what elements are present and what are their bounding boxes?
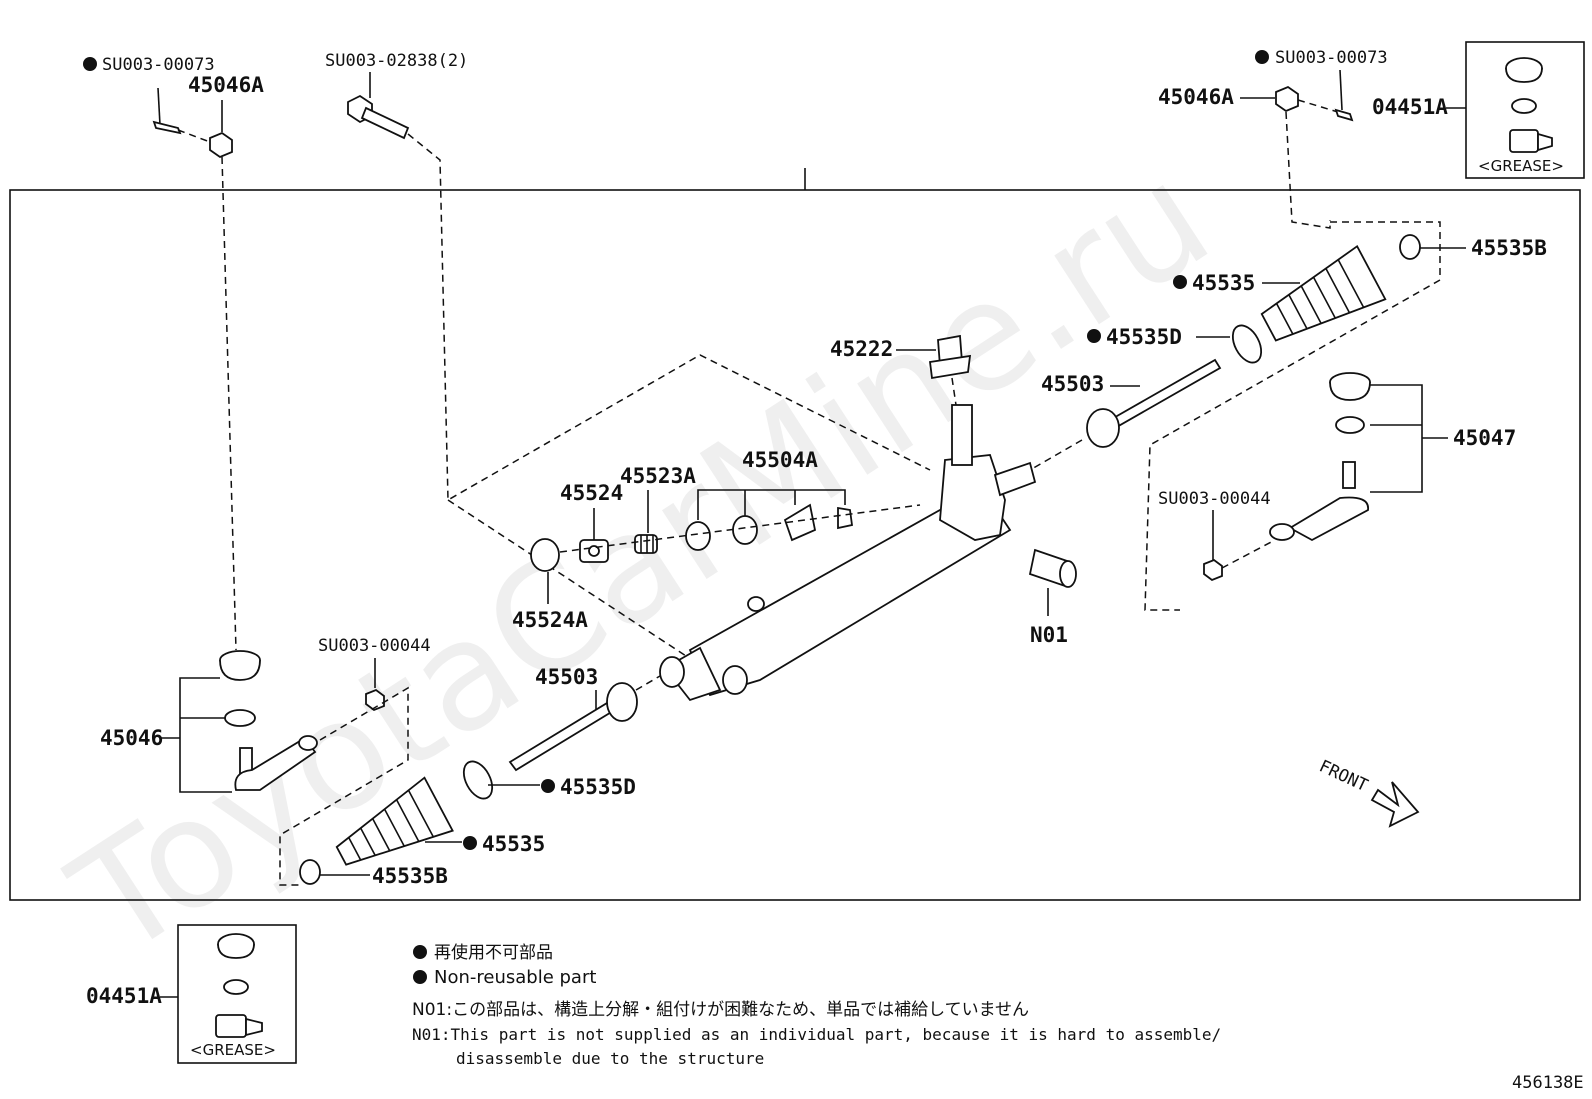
- legend: 再使用不可部品 Non-reusable part N01:この部品は、構造上分…: [412, 942, 1221, 1068]
- label-n01: N01: [1030, 623, 1068, 647]
- ring-icon: [1511, 98, 1537, 114]
- nut-left-lower: [365, 688, 385, 712]
- grease-label-right: <GREASE>: [1478, 157, 1564, 175]
- label-45523a: 45523A: [620, 464, 696, 488]
- label-su003-02838: SU003-02838(2): [325, 51, 468, 71]
- steering-rack-housing: [659, 404, 1037, 702]
- tie-rod-end-left: [234, 735, 318, 791]
- grease-label-left: <GREASE>: [190, 1041, 276, 1059]
- label-45524a: 45524A: [512, 608, 588, 632]
- mounting-bolt: [347, 94, 410, 140]
- cotter-pin-right: [1334, 69, 1354, 122]
- nonreusable-bullet: [463, 836, 477, 850]
- label-su003-00044-left: SU003-00044: [318, 636, 431, 656]
- nut-right-lower: [1203, 558, 1223, 582]
- seal-45504a-4: [837, 506, 854, 530]
- nonreusable-bullet: [83, 57, 97, 71]
- label-45535-right: 45535: [1192, 271, 1255, 295]
- label-45047: 45047: [1453, 426, 1516, 450]
- steering-boot-left: [335, 776, 454, 866]
- grease-tube-icon: [1509, 129, 1553, 153]
- label-45046a-left: 45046A: [188, 73, 264, 97]
- label-front: FRONT: [1316, 756, 1371, 796]
- legend-n01-jp: N01:この部品は、構造上分解・組付けが困難なため、単品では補給していません: [412, 1000, 1029, 1020]
- grease-tube-icon: [215, 1014, 263, 1038]
- ring-45047: [1335, 416, 1365, 434]
- cotter-pin-left: [152, 87, 182, 135]
- front-arrow-icon: [1370, 781, 1420, 828]
- label-45222: 45222: [830, 337, 893, 361]
- label-45503-right: 45503: [1041, 372, 1104, 396]
- front-direction-indicator: FRONT: [1316, 756, 1420, 828]
- nonreusable-bullet: [1087, 329, 1101, 343]
- label-04451a-right: 04451A: [1372, 95, 1448, 119]
- label-su003-00073-right: SU003-00073: [1275, 48, 1388, 68]
- dust-boot-45047: [1329, 372, 1371, 401]
- label-su003-00044-right: SU003-00044: [1158, 489, 1271, 509]
- dust-boot-icon: [217, 933, 255, 959]
- label-04451a-left: 04451A: [86, 984, 162, 1008]
- castle-nut-right: [1275, 85, 1299, 113]
- seal-45504a-3: [783, 503, 817, 542]
- plug-45524a: [530, 538, 560, 572]
- ring-icon: [223, 979, 249, 995]
- tie-rod-inner-right: [1086, 358, 1222, 448]
- label-45535d-left: 45535D: [560, 775, 636, 799]
- legend-nonreusable-en: Non-reusable part: [434, 967, 596, 988]
- steering-boot-right: [1260, 244, 1387, 342]
- o-ring-45504a-1: [685, 521, 711, 551]
- label-su003-00073-left: SU003-00073: [102, 55, 215, 75]
- rack-bushing-n01: [1028, 548, 1077, 588]
- nonreusable-bullet: [1255, 50, 1269, 64]
- dust-boot-icon: [1505, 57, 1543, 83]
- legend-n01-en-line2: disassemble due to the structure: [456, 1049, 764, 1068]
- legend-bullet-icon: [413, 970, 427, 984]
- boot-clamp-large-right: [1231, 324, 1263, 364]
- label-45504a: 45504A: [742, 448, 818, 472]
- legend-bullet-icon: [413, 945, 427, 959]
- label-45046a-right: 45046A: [1158, 85, 1234, 109]
- label-45535b-left: 45535B: [372, 864, 448, 888]
- boot-clamp-small-right: [1399, 234, 1421, 260]
- assembly-frame-45510: [9, 189, 1581, 901]
- label-45503-left: 45503: [535, 665, 598, 689]
- boot-clamp-large-left: [462, 760, 494, 800]
- tie-rod-end-right: [1269, 461, 1369, 542]
- label-45524: 45524: [560, 481, 623, 505]
- castle-nut-left: [209, 131, 233, 159]
- label-45535b-right: 45535B: [1471, 236, 1547, 260]
- boot-clamp-small-left: [299, 859, 321, 885]
- tie-rod-inner-left: [508, 682, 638, 772]
- o-ring-45504a-2: [732, 515, 758, 545]
- ring-45046: [224, 709, 256, 727]
- legend-nonreusable-jp: 再使用不可部品: [434, 942, 553, 963]
- nonreusable-bullet: [1173, 275, 1187, 289]
- label-45535d-right: 45535D: [1106, 325, 1182, 349]
- repair-kit-box-left: [177, 924, 297, 1064]
- rack-guide-45524: [579, 539, 609, 563]
- label-45535-left: 45535: [482, 832, 545, 856]
- label-45046: 45046: [100, 726, 163, 750]
- legend-n01-en-line1: N01:This part is not supplied as an indi…: [412, 1025, 1221, 1044]
- repair-kit-box-right: [1465, 41, 1585, 179]
- nonreusable-bullet: [541, 779, 555, 793]
- spring-45523a: [634, 534, 658, 554]
- pinion-seal-45222: [928, 334, 972, 380]
- dust-boot-45046: [219, 650, 261, 681]
- figure-id: 456138E: [1512, 1073, 1584, 1093]
